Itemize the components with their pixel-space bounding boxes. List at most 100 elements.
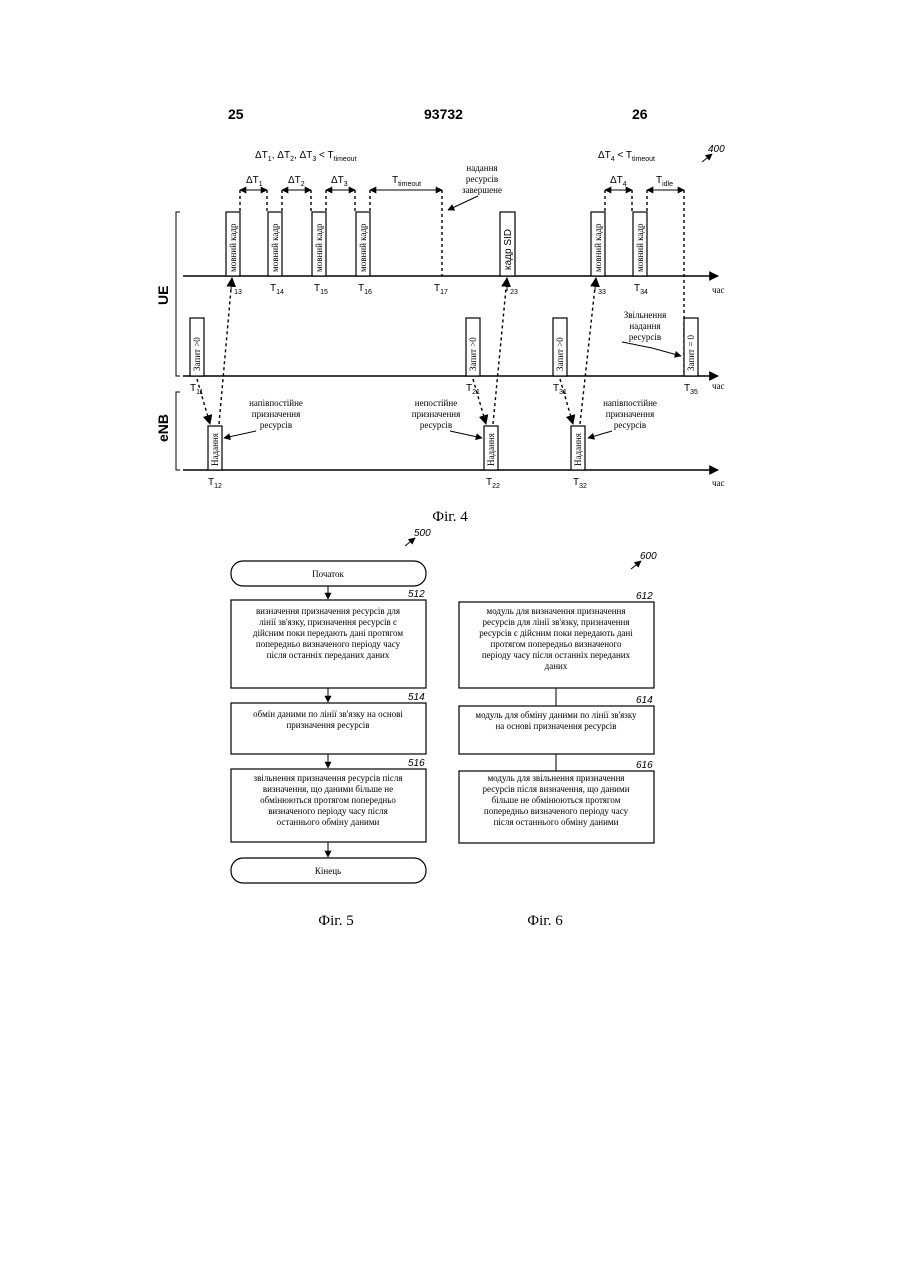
speech-frame-6: мовний кадр (633, 212, 647, 276)
tick-t32: T32 (573, 477, 587, 490)
figure-5-flowchart: 500 Початок 512 визначення призначення р… (231, 528, 431, 929)
svg-text:Запит = 0: Запит = 0 (686, 334, 696, 371)
request-box-1: Запит >0 (190, 318, 204, 376)
svg-text:напівпостійне: напівпостійне (249, 398, 303, 408)
svg-text:завершене: завершене (462, 185, 502, 195)
fig4-condition-left: ΔT1, ΔT2, ΔT3 < Ttimeout (255, 150, 357, 163)
svg-text:Запит >0: Запит >0 (192, 337, 202, 371)
fig6-caption: Фіг. 6 (527, 913, 563, 929)
svg-text:ресурсів: ресурсів (466, 174, 498, 184)
svg-text:614: 614 (636, 695, 653, 706)
ue-label: UE (155, 286, 171, 305)
flow-step-516: 516 звільнення призначення ресурсів післ… (231, 758, 426, 842)
tick-t13: T13 (228, 283, 242, 296)
svg-text:модуль для звільнення призначе: модуль для звільнення призначення (487, 773, 624, 783)
svg-text:мовний кадр: мовний кадр (314, 223, 324, 272)
svg-text:516: 516 (408, 758, 425, 769)
svg-text:Ttimeout: Ttimeout (392, 175, 421, 188)
svg-text:ΔT2: ΔT2 (288, 175, 305, 188)
svg-text:звільнення призначення ресурсі: звільнення призначення ресурсів після (254, 773, 403, 783)
grant-box-2: Надання (484, 426, 498, 470)
svg-text:лінії зв'язку, призначення рес: лінії зв'язку, призначення ресурсів є (259, 617, 397, 627)
svg-text:непостійне: непостійне (415, 398, 457, 408)
time-label-1: час (712, 285, 725, 295)
speech-frame-4: мовний кадр (356, 212, 370, 276)
svg-text:Tidle: Tidle (656, 175, 673, 188)
svg-text:обмінюються протягом попереднь: обмінюються протягом попередньо (260, 795, 396, 805)
svg-text:ресурсів: ресурсів (629, 332, 661, 342)
svg-text:попередньо визначеного періоду: попередньо визначеного періоду часу (484, 806, 629, 816)
tick-t35: T35 (684, 383, 698, 396)
svg-text:мовний кадр: мовний кадр (228, 223, 238, 272)
svg-text:модуль для визначення призначе: модуль для визначення призначення (487, 606, 626, 616)
interval-dt1: ΔT1 (240, 175, 267, 190)
enb-brace (176, 392, 180, 470)
module-612: 612 модуль для визначення призначення ре… (459, 591, 654, 688)
svg-text:Запит >0: Запит >0 (468, 337, 478, 371)
svg-text:Кінець: Кінець (315, 866, 341, 876)
svg-text:модуль для обміну даними по лі: модуль для обміну даними по лінії зв'язк… (475, 710, 637, 720)
tick-t22: T22 (486, 477, 500, 490)
tick-t15: T15 (314, 283, 328, 296)
svg-text:Початок: Початок (312, 569, 344, 579)
svg-text:мовний кадр: мовний кадр (635, 223, 645, 272)
fig4-ref-number: 400 (708, 144, 725, 155)
svg-text:ресурсів: ресурсів (260, 420, 292, 430)
request-box-2: Запит >0 (466, 318, 480, 376)
signal-request-2-to-grant (473, 379, 486, 424)
svg-text:після останніх переданих даних: після останніх переданих даних (267, 650, 390, 660)
tick-t21: T21 (466, 383, 480, 396)
flow-step-512: 512 визначення призначення ресурсів для … (231, 589, 426, 688)
signal-request-3-to-grant (560, 379, 573, 424)
svg-text:попередньо визначеного періоду: попередньо визначеного періоду часу (256, 639, 401, 649)
interval-dt4: ΔT4 (605, 175, 632, 190)
svg-text:призначення: призначення (606, 409, 654, 419)
flow-start: Початок (231, 561, 426, 586)
svg-text:визначеного періоду часу після: визначеного періоду часу після (268, 806, 388, 816)
tick-t17: T17 (434, 283, 448, 296)
svg-text:Звільнення: Звільнення (624, 310, 666, 320)
svg-text:мовний кадр: мовний кадр (270, 223, 280, 272)
svg-text:Запит >0: Запит >0 (555, 337, 565, 371)
grant-box-3: Надання (571, 426, 585, 470)
svg-text:надання: надання (466, 163, 497, 173)
svg-text:після останнього обміну даними: після останнього обміну даними (494, 817, 619, 827)
page-number-right: 26 (632, 106, 648, 122)
svg-text:призначення ресурсів: призначення ресурсів (286, 720, 369, 730)
tick-t31: T31 (553, 383, 567, 396)
fig4-caption: Фіг. 4 (432, 509, 468, 525)
svg-text:ресурсів: ресурсів (420, 420, 452, 430)
fig5-ref-number: 500 (414, 528, 431, 539)
speech-frame-1: мовний кадр (226, 212, 240, 276)
svg-text:визначення призначення ресурсі: визначення призначення ресурсів для (256, 606, 400, 616)
time-label-2: час (712, 381, 725, 391)
request-box-release: Запит = 0 (684, 318, 698, 376)
svg-text:Надання: Надання (573, 433, 583, 466)
fig6-ref-number: 600 (640, 551, 657, 562)
svg-text:надання: надання (629, 321, 660, 331)
fig6-ref-leader (631, 561, 641, 569)
svg-text:обмін даними по лінії зв'язку: обмін даними по лінії зв'язку на основі (253, 709, 403, 719)
tick-t34: T34 (634, 283, 648, 296)
svg-text:кадр SID: кадр SID (503, 229, 514, 270)
page-number-left: 25 (228, 106, 244, 122)
svg-text:616: 616 (636, 760, 653, 771)
svg-text:визначення, що даними більше н: визначення, що даними більше не (263, 784, 393, 794)
fig5-caption: Фіг. 5 (318, 913, 353, 929)
grant-completed-note: надання ресурсів завершене (448, 163, 502, 210)
semi-persistent-note-1: напівпостійне призначення ресурсів (224, 398, 303, 438)
svg-text:Надання: Надання (486, 433, 496, 466)
tick-t16: T16 (358, 283, 372, 296)
flow-end: Кінець (231, 858, 426, 883)
fig4-ref-leader (702, 154, 712, 162)
svg-text:напівпостійне: напівпостійне (603, 398, 657, 408)
svg-text:останнього обміну даними: останнього обміну даними (277, 817, 380, 827)
release-note: Звільнення надання ресурсів (622, 310, 681, 356)
svg-text:ΔT4: ΔT4 (610, 175, 627, 188)
svg-text:протягом попередньо визначеног: протягом попередньо визначеного (490, 639, 622, 649)
svg-text:більше не обмінюються протягом: більше не обмінюються протягом (492, 795, 621, 805)
module-616: 616 модуль для звільнення призначення ре… (459, 760, 654, 843)
svg-text:на основі призначення ресурсів: на основі призначення ресурсів (495, 721, 616, 731)
speech-frame-2: мовний кадр (268, 212, 282, 276)
